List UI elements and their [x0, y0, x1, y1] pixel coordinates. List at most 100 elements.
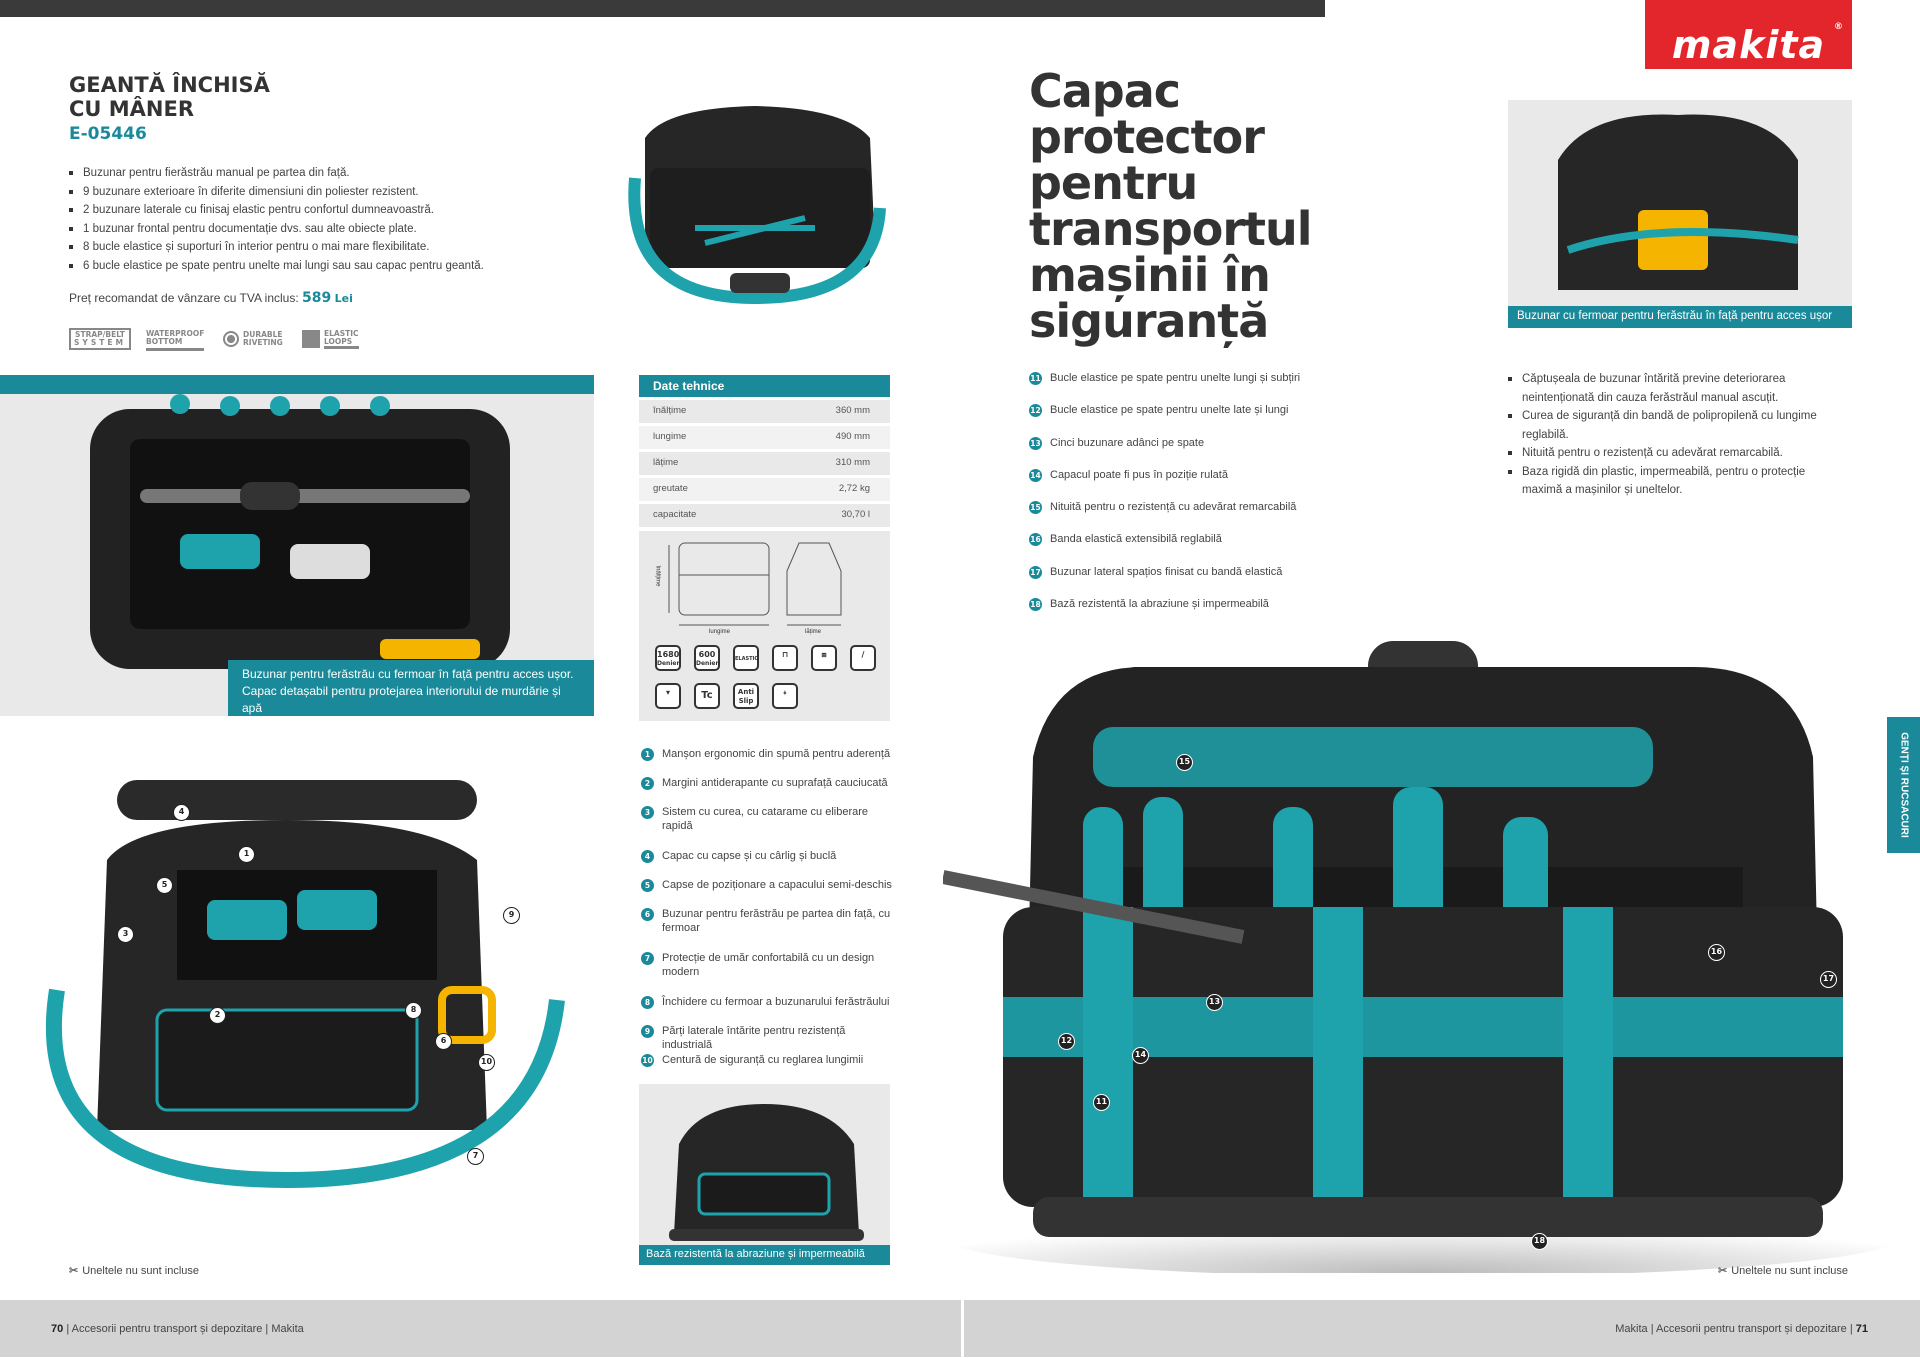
icon-label: Denier [696, 660, 719, 667]
photo-caption: Bază rezistentă la abraziune și impermea… [639, 1245, 890, 1265]
number-badge: 9 [641, 1025, 654, 1038]
item-text: Bucle elastice pe spate pentru unelte la… [1050, 404, 1289, 417]
list-item: 7 Protecție de umăr confortabilă cu un de… [641, 951, 896, 995]
footer-text: | Accesorii pentru transport și depozita… [66, 1322, 304, 1335]
feature-label: LOOPS [324, 336, 353, 346]
headline-line: siguranță [1029, 294, 1269, 348]
callout-marker: 16 [1708, 944, 1725, 961]
icon-label: Tc [701, 690, 713, 701]
feature-label: SYSTEM [74, 338, 126, 347]
bullet: Căptușeala de buzunar întărită previne d… [1508, 370, 1838, 407]
tools-icon: ✂ [69, 1265, 79, 1277]
number-badge: 17 [1029, 565, 1042, 579]
callout-marker: 2 [209, 1007, 226, 1024]
footer-left: 70 | Accesorii pentru transport și depoz… [0, 1300, 961, 1357]
bullet: Buzunar pentru fierăstrău manual pe part… [69, 164, 614, 183]
row-value: 310 mm [835, 457, 870, 468]
row-value: 360 mm [835, 405, 870, 416]
large-bag-illustration [941, 641, 1903, 1277]
large-open-bag-photo [941, 637, 1910, 1277]
registered-mark: ® [1834, 22, 1844, 32]
row-key: lățime [653, 457, 679, 468]
elastic-icon: ELASTIC [733, 645, 759, 671]
callout-marker: 8 [405, 1002, 422, 1019]
feature-label: STRAP/BELT [75, 330, 125, 339]
feature-label: RIVETING [243, 338, 283, 347]
number-badge: 15 [1029, 501, 1042, 515]
feature-label: DURABLE [243, 330, 283, 339]
right-bullets: Căptușeala de buzunar întărită previne d… [1508, 370, 1838, 500]
tools-icon: ✂ [1718, 1265, 1728, 1277]
headline: Capac protector pentru transportul mașin… [1029, 68, 1349, 344]
buckle-icon: ⧈ [811, 645, 837, 671]
table-row: lățime 310 mm [639, 452, 890, 475]
title-line: CU MÂNER [69, 97, 195, 121]
headline-line: pentru [1029, 156, 1198, 210]
item-text: Banda elastică extensibilă reglabilă [1050, 533, 1222, 546]
number-badge: 13 [1029, 436, 1042, 450]
side-tab-label: GENȚI ȘI RUCSACURI [1898, 732, 1909, 838]
bullet: Baza rigidă din plastic, impermeabilă, p… [1508, 463, 1838, 500]
feature-label: ELASTIC [324, 328, 359, 338]
section-strip [0, 375, 594, 394]
list-item: 11 Bucle elastice pe spate pentru unelte … [1029, 371, 1369, 403]
icon-label: Denier [657, 660, 680, 667]
item-text: Părți laterale întărite pentru rezistenț… [662, 1025, 846, 1051]
price-line: Preț recomandat de vânzare cu TVA inclus… [69, 290, 353, 306]
product-code: E-05446 [69, 124, 147, 144]
photo-caption: Buzunar cu fermoar pentru ferăstrău în f… [1508, 306, 1852, 328]
bullet: 6 bucle elastice pe spate pentru unelte … [69, 257, 614, 276]
icon-label: 1680 [657, 650, 680, 659]
tools-note: ✂Uneltele nu sunt incluse [1718, 1264, 1848, 1278]
number-badge: 12 [1029, 404, 1042, 418]
callout-marker: 7 [467, 1148, 484, 1165]
row-value: 490 mm [835, 431, 870, 442]
item-text: Cinci buzunare adânci pe spate [1050, 436, 1205, 449]
number-badge: 11 [1029, 372, 1042, 385]
number-badge: 10 [641, 1054, 654, 1067]
section-side-tab[interactable]: GENȚI ȘI RUCSACURI [1887, 717, 1920, 853]
number-badge: 18 [1029, 598, 1042, 612]
item-text: Bucle elastice pe spate pentru unelte lu… [1050, 372, 1301, 384]
number-badge: 5 [641, 879, 654, 892]
page-number: 70 [51, 1322, 64, 1335]
footer-text: Makita | Accesorii pentru transport și d… [1615, 1322, 1853, 1335]
callout-marker: 11 [1093, 1094, 1110, 1111]
item-text: Capse de poziționare a capacului semi-de… [662, 879, 892, 891]
icon-label: ELASTIC [735, 656, 759, 662]
headline-line: mașinii în [1029, 248, 1271, 302]
callout-marker: 3 [117, 926, 134, 943]
item-text: Capac cu capse și cu cârlig și buclă [662, 850, 837, 862]
price-currency: Lei [334, 292, 353, 305]
callout-marker: 10 [478, 1054, 495, 1071]
row-key: lungime [653, 431, 687, 442]
callout-marker: 5 [156, 877, 173, 894]
bullet: 1 buzunar frontal pentru documentație dv… [69, 220, 614, 239]
list-item: 5 Capse de poziționare a capacului semi-d… [641, 878, 896, 907]
item-text: Protecție de umăr confortabilă cu un des… [662, 952, 875, 978]
rivet-icon [223, 331, 239, 347]
icon-label: 600 [698, 650, 716, 659]
list-item: 13 Cinci buzunare adânci pe spate [1029, 436, 1369, 468]
callout-marker: 17 [1820, 971, 1837, 988]
number-badge: 7 [641, 952, 654, 965]
bag-outline-drawing [668, 542, 842, 626]
product-bag-photo [628, 106, 886, 305]
feature-label: BOTTOM [146, 336, 183, 346]
product-title: GEANTĂ ÎNCHISĂ CU MÂNER [69, 73, 270, 121]
row-key: capacitate [653, 509, 697, 520]
callout-marker: 12 [1058, 1033, 1075, 1050]
item-text: Buzunar pentru ferăstrău pe partea din f… [662, 908, 891, 934]
